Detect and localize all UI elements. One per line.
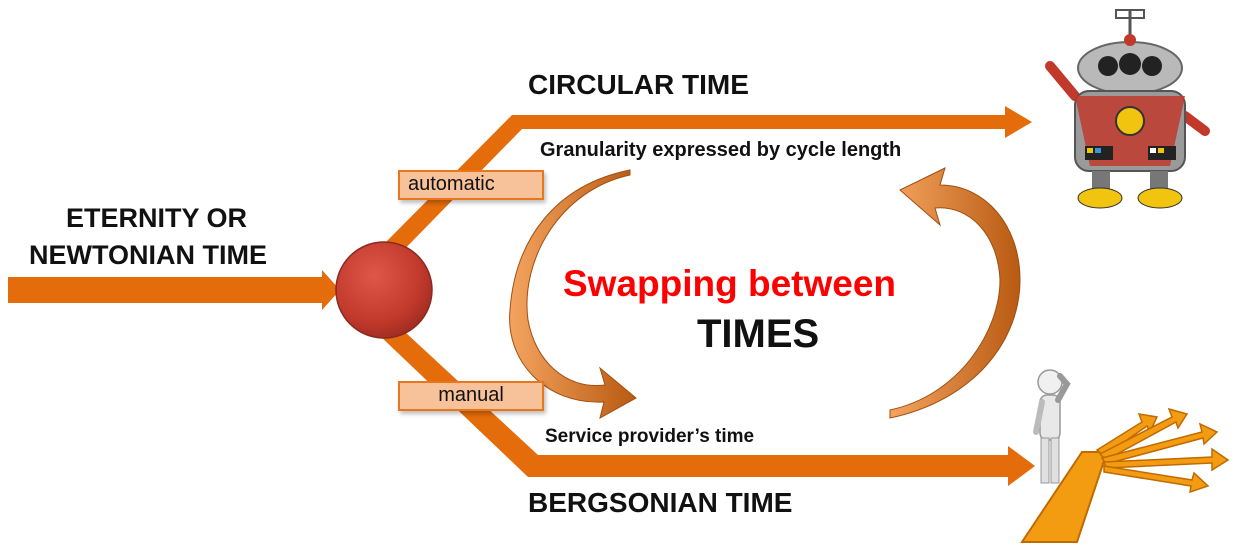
circular-branch-arrow: [378, 106, 1032, 262]
hub-circle: [335, 241, 433, 339]
branching-arrows-icon: [1095, 407, 1230, 494]
thinking-person-icon: [1020, 369, 1230, 543]
automatic-tag: automatic: [398, 170, 544, 200]
bergsonian-branch-arrow: [378, 320, 1035, 486]
swap-arrow-left: [509, 169, 637, 419]
robot-icon: [1045, 9, 1210, 209]
manual-tag: manual: [398, 381, 544, 411]
swap-title: Swapping between: [563, 263, 897, 304]
eternity-label-line2: NEWTONIAN TIME: [29, 240, 267, 270]
swap-subtitle: TIMES: [697, 312, 820, 356]
service-provider-label: Service provider’s time: [545, 426, 755, 447]
circular-time-label: CIRCULAR TIME: [528, 69, 749, 100]
eternity-label-line1: ETERNITY OR: [66, 203, 248, 233]
granularity-label: Granularity expressed by cycle length: [540, 139, 902, 161]
swap-arrow-right: [889, 167, 1021, 419]
eternity-arrow: [8, 270, 340, 310]
bergsonian-time-label: BERGSONIAN TIME: [528, 487, 793, 518]
